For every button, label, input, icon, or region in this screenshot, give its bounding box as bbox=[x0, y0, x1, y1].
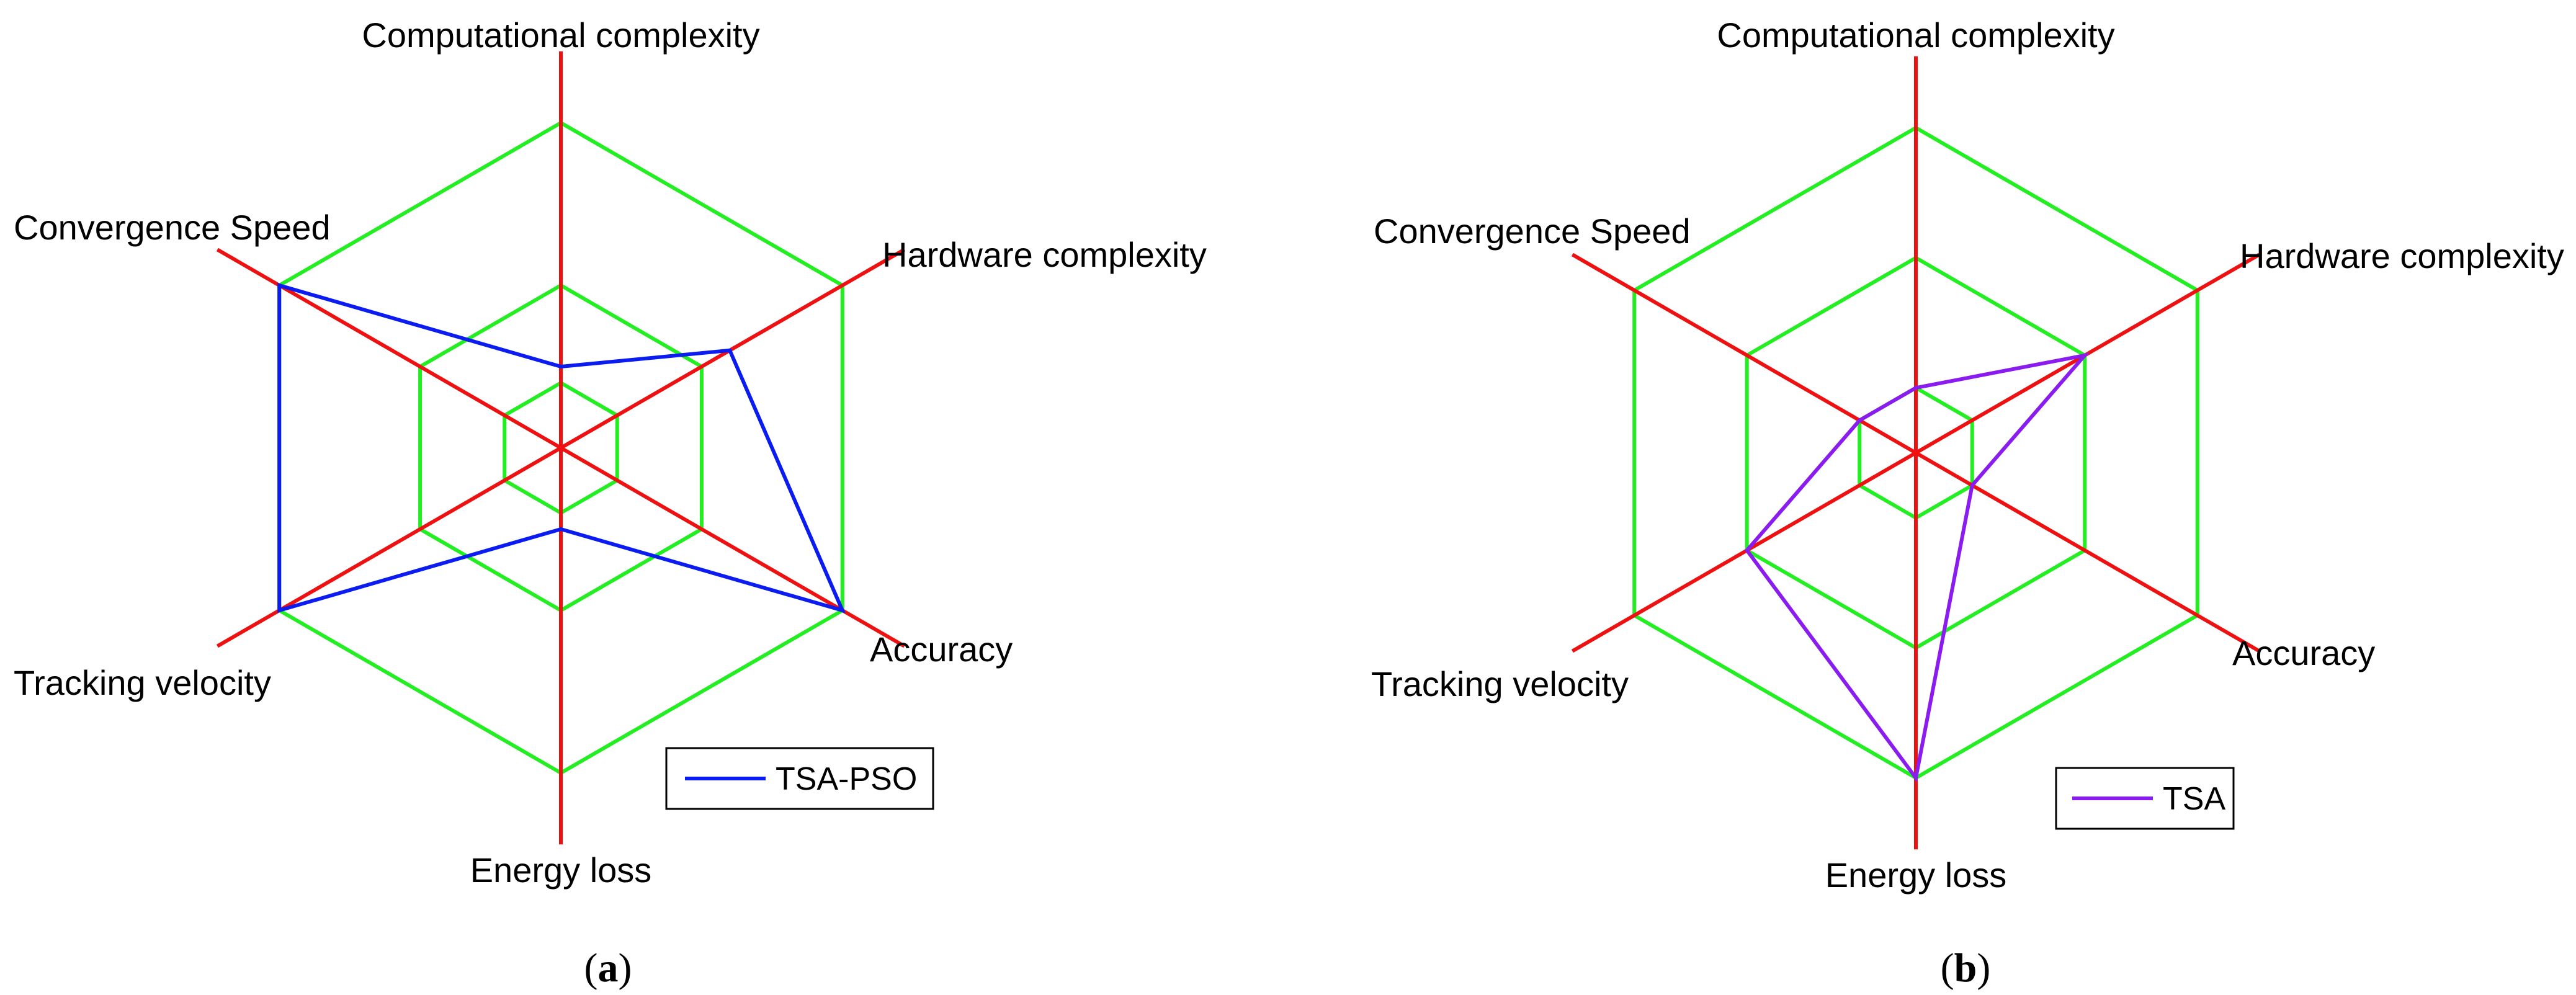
caption-close-paren: ) bbox=[1977, 945, 1990, 991]
series-point-tracking-velocity bbox=[279, 610, 280, 611]
series-point-energy-loss bbox=[1915, 777, 1916, 779]
axis-label-accuracy: Accuracy bbox=[2232, 633, 2375, 672]
axis-label-computational-complexity: Computational complexity bbox=[1717, 16, 2114, 55]
axis-label-hardware-complexity: Hardware complexity bbox=[2240, 236, 2564, 275]
legend-label: TSA bbox=[2163, 781, 2225, 817]
series-point-hardware-complexity bbox=[2084, 354, 2086, 356]
axis-label-energy-loss: Energy loss bbox=[470, 850, 652, 890]
panel-caption: (b) bbox=[1941, 945, 1991, 991]
series-point-computational-complexity bbox=[1915, 387, 1916, 389]
axis-line-convergence-speed bbox=[216, 248, 562, 450]
series-point-computational-complexity bbox=[560, 366, 561, 367]
axis-line-accuracy bbox=[1915, 451, 2261, 653]
axis-label-energy-loss: Energy loss bbox=[1825, 855, 2007, 895]
axis-line-tracking-velocity bbox=[216, 446, 562, 648]
legend-label: TSA-PSO bbox=[776, 761, 917, 797]
axis-line-accuracy bbox=[560, 446, 906, 648]
axis-label-tracking-velocity: Tracking velocity bbox=[1371, 664, 1629, 703]
axis-label-accuracy: Accuracy bbox=[870, 630, 1013, 669]
series-point-convergence-speed bbox=[1859, 419, 1861, 421]
caption-close-paren: ) bbox=[619, 945, 632, 991]
axis-label-convergence-speed: Convergence Speed bbox=[14, 208, 331, 247]
axes bbox=[1571, 56, 2261, 850]
axis-line-tracking-velocity bbox=[1571, 451, 1917, 653]
legend: TSA-PSO bbox=[665, 747, 934, 810]
axis-label-convergence-speed: Convergence Speed bbox=[1374, 212, 1691, 251]
caption-open-paren: ( bbox=[584, 945, 598, 991]
axis-line-hardware-complexity bbox=[560, 248, 906, 450]
axes bbox=[216, 51, 906, 845]
legend: TSA bbox=[2055, 767, 2235, 830]
series-point-tracking-velocity bbox=[1746, 550, 1748, 551]
series-point-accuracy bbox=[841, 610, 843, 611]
panel-caption: (a) bbox=[584, 945, 632, 991]
axis-label-computational-complexity: Computational complexity bbox=[362, 16, 759, 55]
axis-label-tracking-velocity: Tracking velocity bbox=[14, 663, 271, 702]
series-point-convergence-speed bbox=[279, 285, 280, 286]
series-point-hardware-complexity bbox=[729, 349, 731, 351]
caption-letter: b bbox=[1954, 945, 1977, 991]
axis-label-hardware-complexity: Hardware complexity bbox=[882, 235, 1207, 274]
axis-line-convergence-speed bbox=[1571, 252, 1917, 455]
caption-open-paren: ( bbox=[1941, 945, 1954, 991]
series-point-accuracy bbox=[1971, 484, 1973, 486]
caption-letter: a bbox=[598, 945, 619, 991]
series-point-energy-loss bbox=[560, 529, 561, 530]
